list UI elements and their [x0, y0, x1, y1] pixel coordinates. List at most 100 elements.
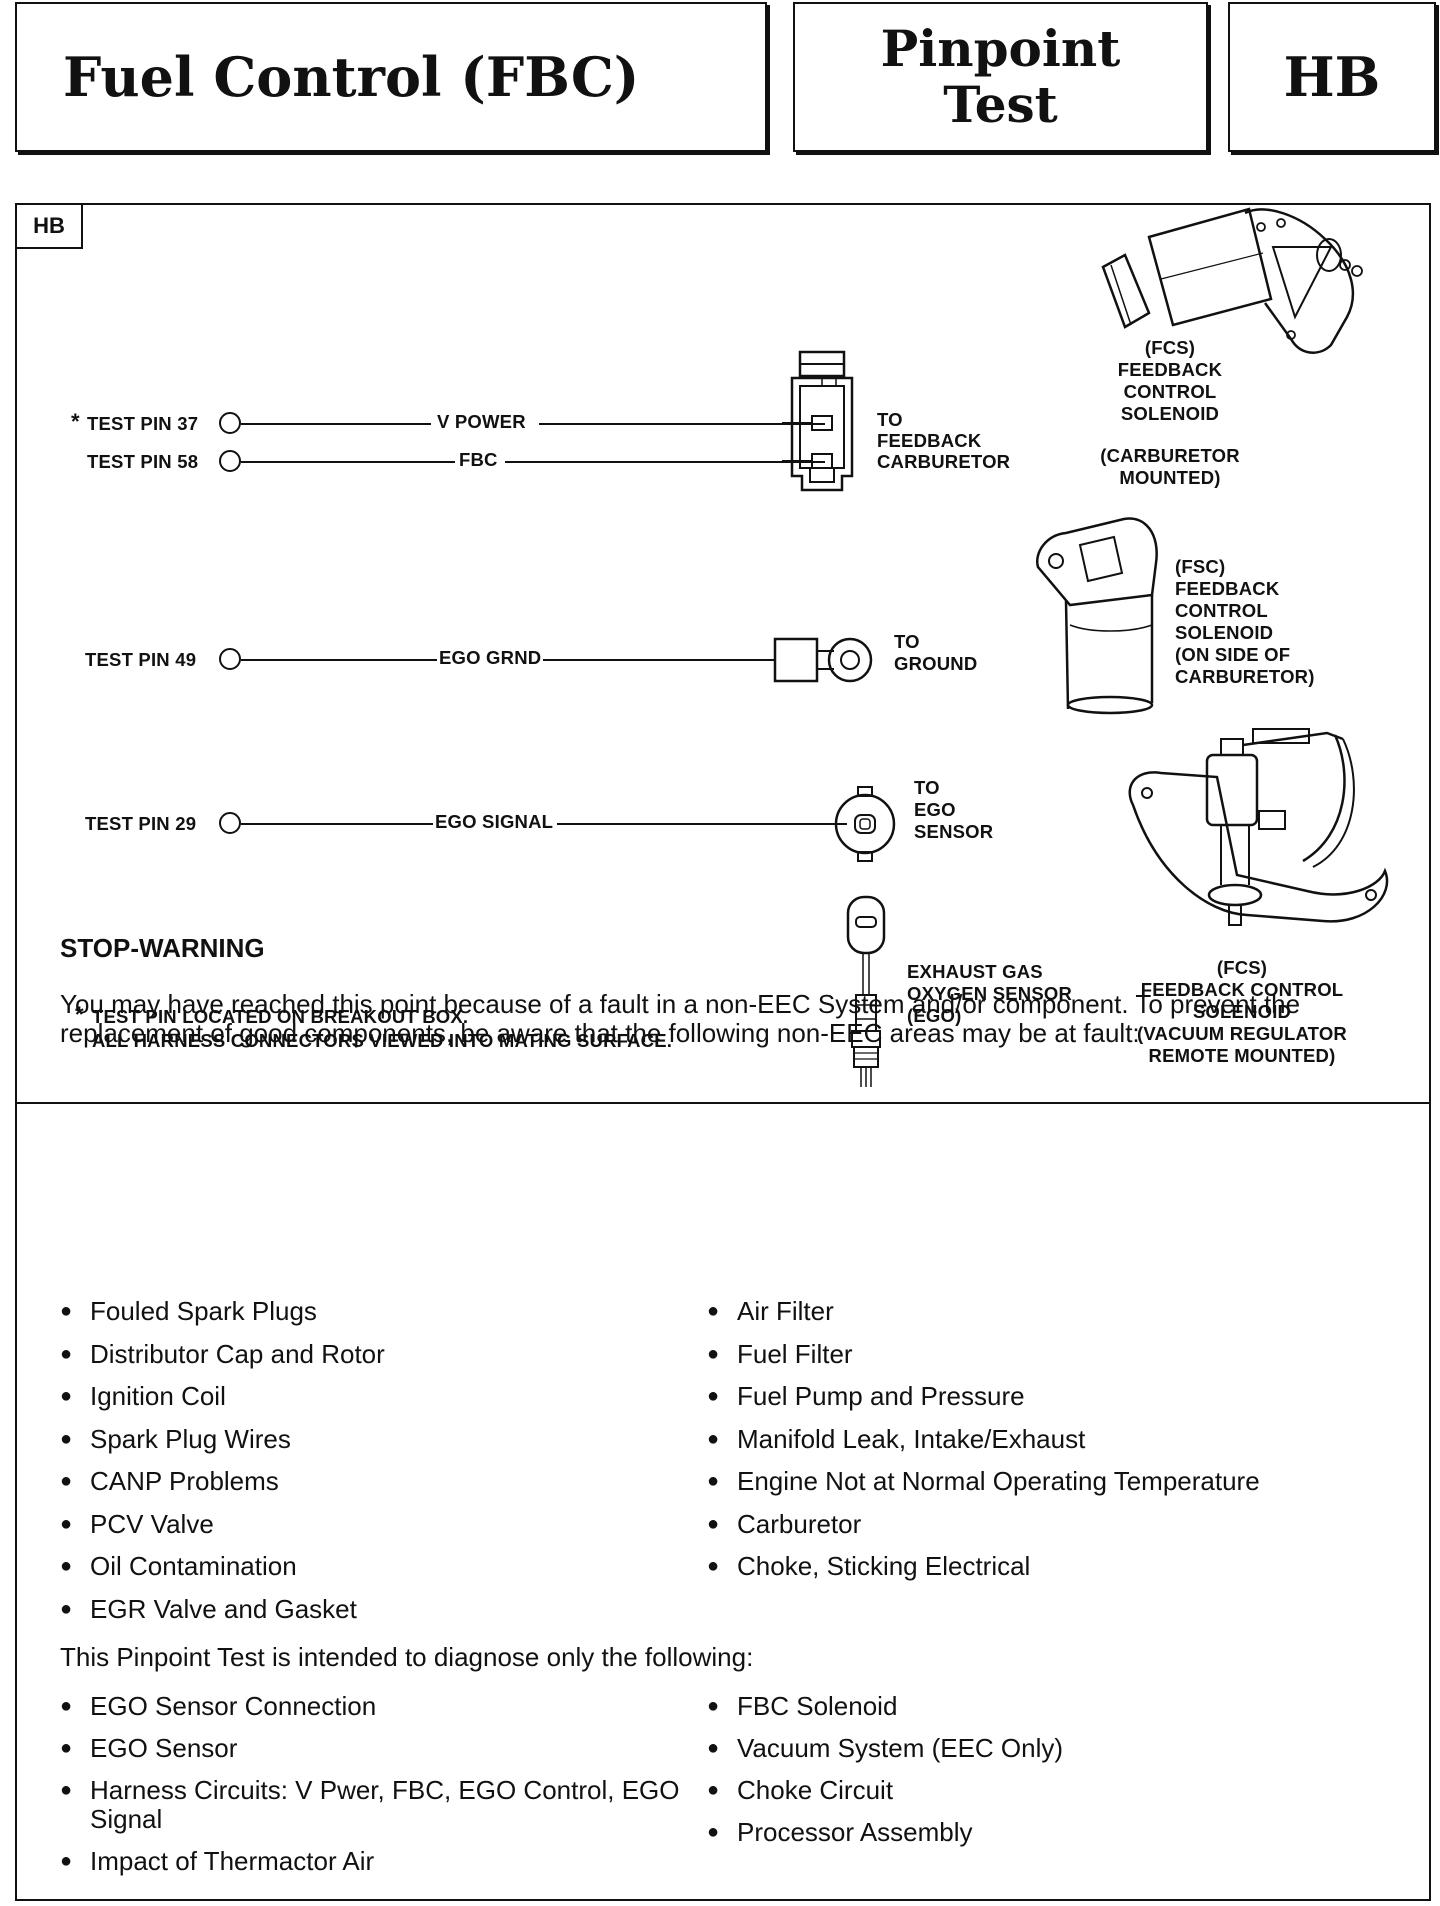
component-label-line: (FCS)	[1216, 957, 1268, 978]
wire-label-v-power: V POWER	[437, 411, 526, 432]
dest-line: EGO	[914, 799, 956, 820]
stop-warning-title: STOP-WARNING	[60, 933, 265, 963]
ego-label-line: (EGO)	[907, 1005, 962, 1026]
component-label-line: FEEDBACK	[1117, 359, 1223, 380]
list-item: CANP Problems	[60, 1467, 385, 1497]
list-item: Ignition Coil	[60, 1382, 385, 1412]
component-label-line: (CARBURETOR	[1100, 445, 1240, 466]
diagnosis-right-list: FBC Solenoid Vacuum System (EEC Only) Ch…	[707, 1692, 1063, 1860]
component-label-line: SOLENOID	[1175, 622, 1274, 643]
wire-label-ego-signal: EGO SIGNAL	[435, 811, 554, 832]
dest-line: GROUND	[894, 653, 978, 674]
component-label-line: CONTROL	[1123, 381, 1217, 402]
list-item: Oil Contamination	[60, 1552, 385, 1582]
dest-ground: TO GROUND	[894, 631, 977, 675]
fcs-remote-label: (FCS) FEEDBACK CONTROL SOLENOID (VACUUM …	[1137, 957, 1347, 1067]
ground-terminal-icon	[773, 637, 873, 683]
feedback-control-solenoid-side-mounted-icon	[1035, 517, 1158, 715]
test-pin-37-label: TEST PIN 37	[87, 413, 199, 434]
intended-diagnosis-intro: This Pinpoint Test is intended to diagno…	[60, 1642, 754, 1672]
diagnosis-left-list: EGO Sensor Connection EGO Sensor Harness…	[60, 1692, 700, 1889]
non-eec-areas-left-list: Fouled Spark Plugs Distributor Cap and R…	[60, 1297, 385, 1637]
test-type-line2: Test	[943, 75, 1058, 134]
section-divider	[17, 1102, 1429, 1104]
test-pin-29-jack	[219, 812, 241, 834]
list-item: Fouled Spark Plugs	[60, 1297, 385, 1327]
test-code: HB	[1283, 45, 1381, 109]
list-item: Fuel Filter	[707, 1339, 1260, 1369]
dest-line: TO	[877, 409, 903, 430]
wire-ego-grnd-left	[241, 659, 437, 661]
test-pin-49-label: TEST PIN 49	[85, 649, 197, 670]
list-item: Air Filter	[707, 1297, 1260, 1327]
ego-sensor-label: EXHAUST GAS OXYGEN SENSOR (EGO)	[907, 961, 1072, 1027]
list-item: EGO Sensor	[60, 1734, 700, 1764]
dest-line: FEEDBACK	[877, 430, 982, 451]
component-label-line: MOUNTED)	[1119, 467, 1221, 488]
test-code-box: HB	[1228, 2, 1436, 152]
list-item: Manifold Leak, Intake/Exhaust	[707, 1424, 1260, 1454]
exhaust-gas-oxygen-sensor-icon	[846, 895, 886, 1087]
list-item: Harness Circuits: V Pwer, FBC, EGO Contr…	[60, 1776, 700, 1834]
test-pin-58-jack	[219, 450, 241, 472]
list-item: Choke Circuit	[707, 1776, 1063, 1806]
component-label-line: SOLENOID	[1192, 1001, 1292, 1022]
list-item: Vacuum System (EEC Only)	[707, 1734, 1063, 1764]
list-item: Engine Not at Normal Operating Temperatu…	[707, 1467, 1260, 1497]
feedback-control-solenoid-remote-mounted-icon	[1128, 728, 1389, 926]
dest-line: TO	[894, 631, 920, 652]
component-label-line: CONTROL	[1175, 600, 1268, 621]
diagram-tag: HB	[17, 205, 83, 249]
dest-line: SENSOR	[914, 821, 994, 842]
list-item: Processor Assembly	[707, 1818, 1063, 1848]
dest-line: CARBURETOR	[877, 451, 1011, 472]
test-type-box: Pinpoint Test	[793, 2, 1208, 152]
wire-v-power-right	[539, 423, 825, 425]
test-pin-29-label: TEST PIN 29	[85, 813, 197, 834]
page-title-box: Fuel Control (FBC)	[15, 2, 767, 152]
feedback-control-solenoid-carburetor-mounted-icon	[1101, 207, 1363, 354]
note-line1: TEST PIN LOCATED ON BREAKOUT BOX.	[92, 1006, 469, 1027]
list-item: Choke, Sticking Electrical	[707, 1552, 1260, 1582]
list-item: Carburetor	[707, 1509, 1260, 1539]
component-label-line: SOLENOID	[1120, 403, 1220, 424]
list-item: Fuel Pump and Pressure	[707, 1382, 1260, 1412]
ego-label-line: EXHAUST GAS	[907, 961, 1043, 982]
wire-ego-signal-left	[241, 823, 433, 825]
list-item: Impact of Thermactor Air	[60, 1847, 700, 1877]
fsc-side-label: (FSC) FEEDBACK CONTROL SOLENOID (ON SIDE…	[1175, 556, 1315, 688]
list-item: EGO Sensor Connection	[60, 1692, 700, 1722]
wire-fbc-left	[241, 461, 455, 463]
fcs-carburetor-label: (FCS) FEEDBACK CONTROL SOLENOID (CARBURE…	[1075, 337, 1265, 489]
note-star: *	[75, 1002, 84, 1027]
list-item: FBC Solenoid	[707, 1692, 1063, 1722]
wiring-diagram: HB * TEST PIN 37 V POWER TEST PIN 58 FBC…	[17, 205, 1428, 1105]
dest-line: TO	[914, 777, 940, 798]
dest-ego-sensor: TO EGO SENSOR	[914, 777, 993, 843]
page-title: Fuel Control (FBC)	[63, 45, 640, 109]
list-item: Spark Plug Wires	[60, 1424, 385, 1454]
component-label-line: (FCS)	[1144, 337, 1196, 358]
test-pin-37-jack	[219, 412, 241, 434]
component-label-line: FEEDBACK	[1175, 578, 1280, 599]
dest-feedback-carburetor: TO FEEDBACK CARBURETOR	[877, 409, 1010, 472]
stop-warning-body: You may have reached this point because …	[60, 989, 1301, 1048]
component-label-line: FEEDBACK CONTROL	[1140, 979, 1344, 1000]
list-item: PCV Valve	[60, 1509, 385, 1539]
ego-sensor-connector-icon	[834, 786, 896, 862]
wire-label-fbc: FBC	[459, 449, 498, 470]
ego-label-line: OXYGEN SENSOR	[907, 983, 1073, 1004]
component-label-line: (ON SIDE OF	[1175, 644, 1291, 665]
wire-ego-grnd-right	[543, 659, 775, 661]
wire-label-ego-grnd: EGO GRND	[439, 647, 542, 668]
component-label-line: REMOTE MOUNTED)	[1148, 1045, 1336, 1066]
wire-v-power-left	[241, 423, 431, 425]
star-marker: *	[71, 409, 80, 434]
note-line2: ALL HARNESS CONNECTORS VIEWED INTO MATIN…	[92, 1030, 673, 1051]
non-eec-areas-right-list: Air Filter Fuel Filter Fuel Pump and Pre…	[707, 1297, 1260, 1595]
feedback-carburetor-connector-icon	[782, 350, 854, 492]
wire-ego-signal-right	[557, 823, 847, 825]
test-pin-49-jack	[219, 648, 241, 670]
component-label-line: CARBURETOR)	[1175, 666, 1315, 687]
component-label-line: (VACUUM REGULATOR	[1137, 1023, 1347, 1044]
